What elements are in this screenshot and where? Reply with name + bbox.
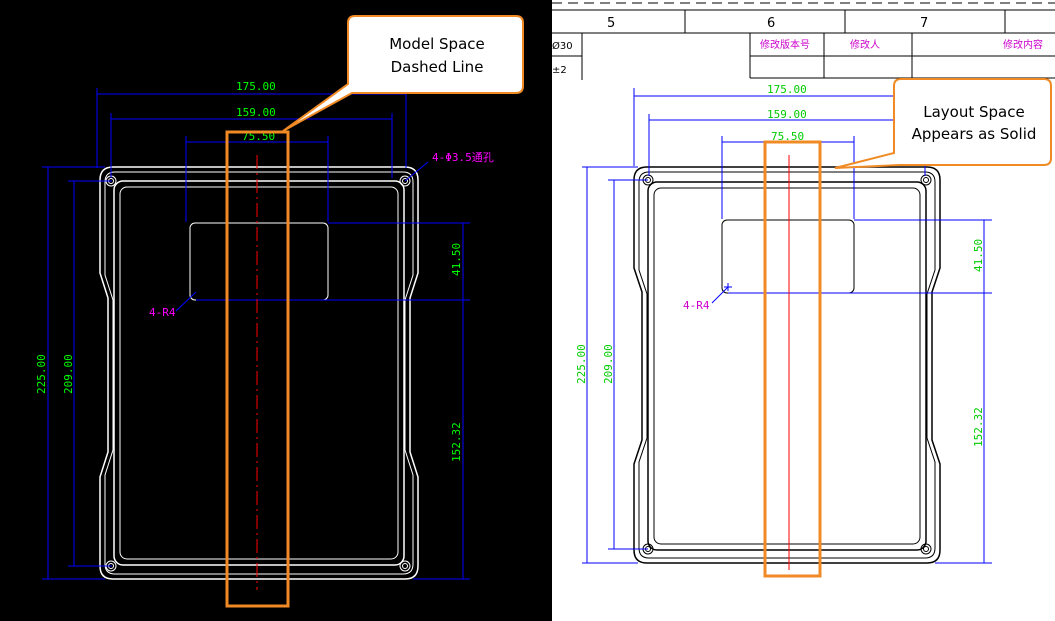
note-radius: 4-R4 bbox=[683, 299, 710, 312]
screw-holes bbox=[105, 175, 411, 572]
screw-holes bbox=[642, 174, 932, 555]
window-cutout bbox=[189, 222, 329, 301]
window-cutout bbox=[721, 219, 855, 294]
dim-width-overall: 175.00 bbox=[236, 80, 276, 93]
callout-layout-line1: Layout Space bbox=[923, 103, 1024, 121]
title-block-col-6: 6 bbox=[767, 16, 775, 31]
enclosure-inner-floor bbox=[653, 187, 921, 545]
dim-height-lower: 152.32 bbox=[450, 422, 463, 462]
dim-height-overall: 225.00 bbox=[35, 354, 48, 394]
layout-dimension-lines bbox=[582, 88, 992, 564]
dim-height-inner: 209.00 bbox=[602, 344, 615, 384]
dim-height-overall: 225.00 bbox=[575, 344, 588, 384]
dim-height-window: 41.50 bbox=[972, 239, 985, 272]
callout-bubble-layout bbox=[834, 78, 1052, 169]
layout-space-viewport[interactable]: 5 6 7 Ø30 ±2 修改版本号 修改人 修改内容 175.00 159.0… bbox=[552, 0, 1055, 621]
note-radius: 4-R4 bbox=[149, 306, 176, 319]
enclosure-second-outline bbox=[638, 171, 936, 559]
dim-width-inner: 159.00 bbox=[236, 106, 276, 119]
callout-model-line2: Dashed Line bbox=[391, 58, 484, 76]
highlight-box-dashed-line bbox=[225, 130, 290, 608]
dim-height-window: 41.50 bbox=[450, 243, 463, 276]
enclosure-inner-wall bbox=[113, 180, 405, 566]
title-block-col-7: 7 bbox=[920, 16, 928, 31]
dim-width-overall: 175.00 bbox=[767, 83, 807, 96]
callout-bubble-model bbox=[282, 15, 524, 132]
enclosure-outer-outline bbox=[99, 166, 419, 580]
model-space-drawing: 175.00 159.00 75.50 225.00 209.00 41.50 … bbox=[35, 15, 524, 608]
title-block-revision-number: 修改版本号 bbox=[760, 38, 810, 51]
title-block-row-left-1: Ø30 bbox=[552, 40, 573, 52]
model-dimension-lines bbox=[42, 88, 470, 580]
enclosure-inner-wall bbox=[647, 181, 927, 551]
highlight-box-solid-line bbox=[763, 140, 822, 578]
note-through-holes: 4-Φ3.5通孔 bbox=[432, 151, 494, 164]
enclosure-second-outline bbox=[104, 171, 414, 575]
model-space-viewport[interactable]: 175.00 159.00 75.50 225.00 209.00 41.50 … bbox=[0, 0, 552, 621]
title-block-modification-content: 修改内容 bbox=[1003, 38, 1043, 51]
title-block-row-left-2: ±2 bbox=[552, 65, 567, 76]
title-block-col-5: 5 bbox=[607, 16, 615, 31]
dim-width-center: 75.50 bbox=[771, 130, 804, 143]
enclosure-inner-floor bbox=[119, 186, 399, 560]
layout-space-drawing: 5 6 7 Ø30 ±2 修改版本号 修改人 修改内容 175.00 159.0… bbox=[552, 2, 1055, 578]
enclosure-outer-outline bbox=[633, 166, 941, 564]
title-block-modified-by: 修改人 bbox=[850, 38, 880, 51]
callout-layout-line2: Appears as Solid bbox=[912, 125, 1037, 143]
dim-height-inner: 209.00 bbox=[62, 354, 75, 394]
callout-model-line1: Model Space bbox=[389, 35, 485, 53]
dim-width-inner: 159.00 bbox=[767, 108, 807, 121]
dim-height-lower: 152.32 bbox=[972, 407, 985, 447]
